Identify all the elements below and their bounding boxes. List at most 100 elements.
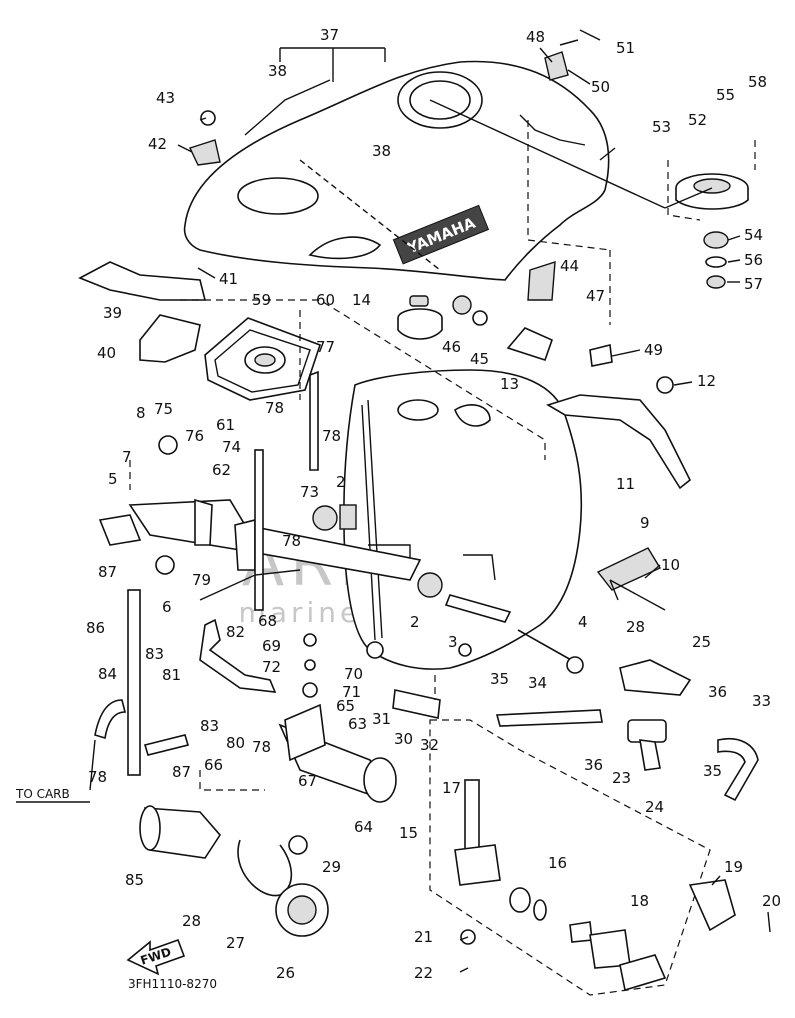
callout-40: 40 bbox=[97, 344, 116, 362]
right-bracket bbox=[506, 327, 692, 490]
callout-37: 37 bbox=[320, 26, 339, 44]
callout-87a: 87 bbox=[98, 563, 117, 581]
callout-74: 74 bbox=[222, 438, 241, 456]
callout-45: 45 bbox=[470, 350, 489, 368]
callout-28b: 28 bbox=[182, 912, 201, 930]
callout-43: 43 bbox=[156, 89, 175, 107]
callout-28a: 28 bbox=[626, 618, 645, 636]
foot-peg bbox=[596, 547, 666, 611]
callout-11: 11 bbox=[616, 475, 635, 493]
callout-66: 66 bbox=[204, 756, 223, 774]
callout-67: 67 bbox=[298, 772, 317, 790]
fwd-arrow-icon: FWD bbox=[126, 938, 186, 976]
callout-81: 81 bbox=[162, 666, 181, 684]
callout-18: 18 bbox=[630, 892, 649, 910]
callout-53: 53 bbox=[652, 118, 671, 136]
callout-2a: 2 bbox=[336, 473, 346, 491]
callout-41: 41 bbox=[219, 270, 238, 288]
bracket-assembly bbox=[78, 261, 422, 581]
cap-ring bbox=[675, 173, 749, 289]
callout-16: 16 bbox=[548, 854, 567, 872]
callout-75: 75 bbox=[154, 400, 173, 418]
callout-77: 77 bbox=[316, 338, 335, 356]
fuel-cap bbox=[397, 295, 443, 340]
to-carb-leader bbox=[89, 739, 96, 791]
callout-17: 17 bbox=[442, 779, 461, 797]
callout-69: 69 bbox=[262, 637, 281, 655]
callout-57: 57 bbox=[744, 275, 763, 293]
callout-61: 61 bbox=[216, 416, 235, 434]
callout-ticks bbox=[177, 29, 771, 973]
callout-14: 14 bbox=[352, 291, 371, 309]
callout-44: 44 bbox=[560, 257, 579, 275]
callout-78a: 78 bbox=[265, 399, 284, 417]
callout-9: 9 bbox=[640, 514, 650, 532]
sender-unit bbox=[619, 659, 692, 771]
callout-8: 8 bbox=[136, 404, 146, 422]
callouts: 2 2 3 4 5 6 7 8 9 10 11 12 13 14 15 16 1… bbox=[86, 26, 781, 982]
callout-47: 47 bbox=[586, 287, 605, 305]
callout-63: 63 bbox=[348, 715, 367, 733]
callout-39: 39 bbox=[103, 304, 122, 322]
callout-83a: 83 bbox=[145, 645, 164, 663]
callout-38b: 38 bbox=[372, 142, 391, 160]
callout-56: 56 bbox=[744, 251, 763, 269]
callout-72: 72 bbox=[262, 658, 281, 676]
callout-36a: 36 bbox=[584, 756, 603, 774]
callout-13: 13 bbox=[500, 375, 519, 393]
callout-50: 50 bbox=[591, 78, 610, 96]
callout-65: 65 bbox=[336, 697, 355, 715]
hoses bbox=[94, 370, 759, 802]
callout-52: 52 bbox=[688, 111, 707, 129]
callout-46: 46 bbox=[442, 338, 461, 356]
callout-62: 62 bbox=[212, 461, 231, 479]
callout-29: 29 bbox=[322, 858, 341, 876]
callout-38a: 38 bbox=[268, 62, 287, 80]
callout-49: 49 bbox=[644, 341, 663, 359]
callout-32: 32 bbox=[420, 736, 439, 754]
to-carb-label: TO CARB bbox=[15, 787, 70, 801]
callout-22: 22 bbox=[414, 964, 433, 982]
callout-54: 54 bbox=[744, 226, 763, 244]
callout-83b: 83 bbox=[200, 717, 219, 735]
callout-34: 34 bbox=[528, 674, 547, 692]
air-box bbox=[204, 317, 322, 401]
callout-21: 21 bbox=[414, 928, 433, 946]
pump-clamp bbox=[237, 839, 329, 937]
callout-23: 23 bbox=[612, 769, 631, 787]
callout-82: 82 bbox=[226, 623, 245, 641]
callout-70: 70 bbox=[344, 665, 363, 683]
small-parts bbox=[155, 39, 584, 945]
callout-24: 24 bbox=[645, 798, 664, 816]
callout-78d: 78 bbox=[252, 738, 271, 756]
callout-79: 79 bbox=[192, 571, 211, 589]
callout-27: 27 bbox=[226, 934, 245, 952]
callout-78b: 78 bbox=[322, 427, 341, 445]
callout-59: 59 bbox=[252, 291, 271, 309]
callout-25: 25 bbox=[692, 633, 711, 651]
callout-73: 73 bbox=[300, 483, 319, 501]
callout-36b: 36 bbox=[708, 683, 727, 701]
callout-55: 55 bbox=[716, 86, 735, 104]
callout-31: 31 bbox=[372, 710, 391, 728]
callout-15: 15 bbox=[399, 824, 418, 842]
callout-6: 6 bbox=[162, 598, 172, 616]
callout-64: 64 bbox=[354, 818, 373, 836]
callout-84: 84 bbox=[98, 665, 117, 683]
callout-33: 33 bbox=[752, 692, 771, 710]
callout-78e: 78 bbox=[88, 768, 107, 786]
callout-86: 86 bbox=[86, 619, 105, 637]
callout-51: 51 bbox=[616, 39, 635, 57]
callout-71: 71 bbox=[342, 683, 361, 701]
callout-10: 10 bbox=[661, 556, 680, 574]
tank-cover: YAMAHA bbox=[183, 60, 616, 281]
callout-48: 48 bbox=[526, 28, 545, 46]
callout-42: 42 bbox=[148, 135, 167, 153]
callout-76: 76 bbox=[185, 427, 204, 445]
callout-87b: 87 bbox=[172, 763, 191, 781]
callout-80: 80 bbox=[226, 734, 245, 752]
callout-4: 4 bbox=[578, 613, 588, 631]
callout-68: 68 bbox=[258, 612, 277, 630]
callout-7: 7 bbox=[122, 448, 132, 466]
